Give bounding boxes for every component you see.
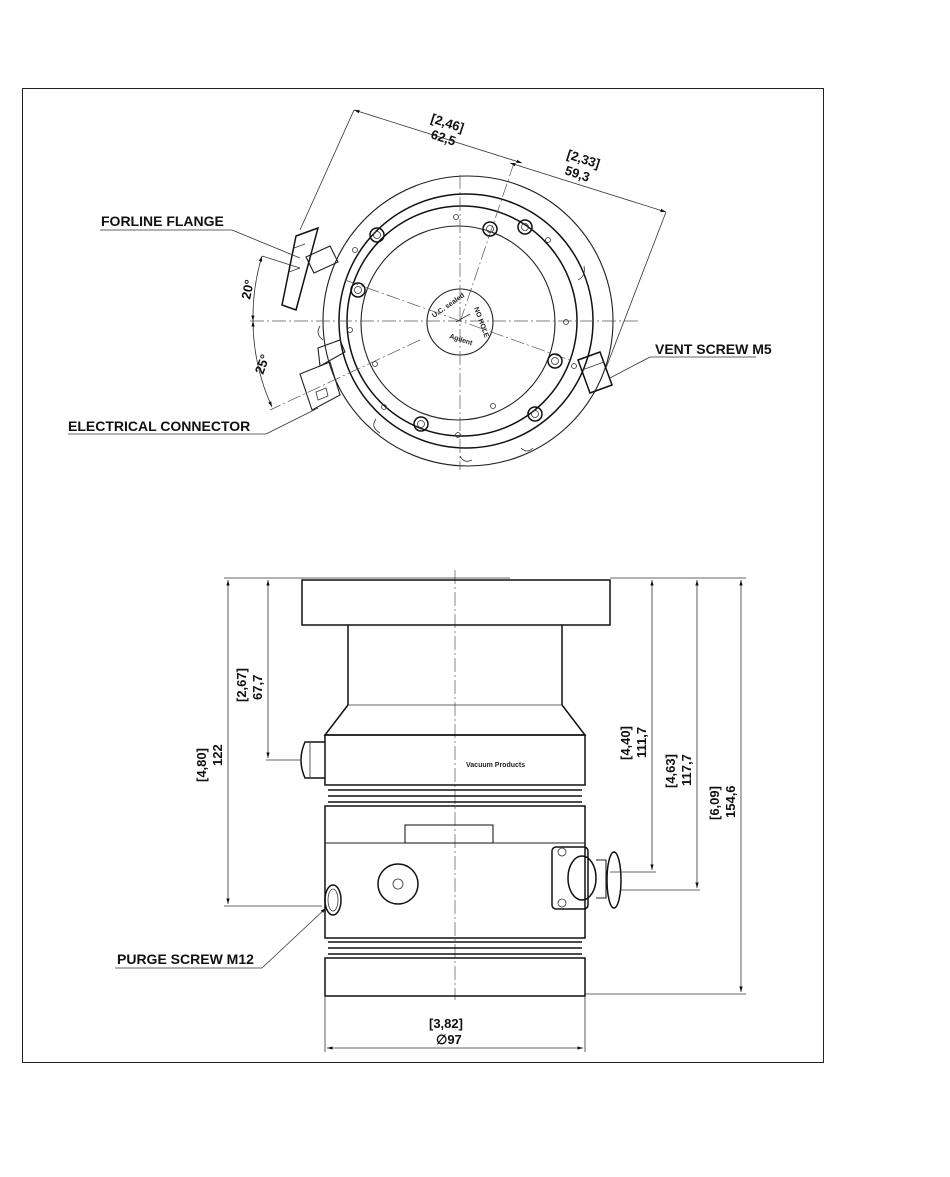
angle-dims: 20° 25°: [238, 256, 300, 407]
electrical-connector-block: [300, 340, 345, 410]
forline-stub: [301, 742, 325, 778]
side-view: Vacuum Products: [115, 570, 746, 1052]
outer-ring-tabs: [318, 266, 584, 461]
dim-62-5: [2,46] 62,5: [300, 110, 522, 230]
side-port: [378, 864, 418, 904]
logo-ring-text-1: U.C. sealed: [431, 292, 466, 319]
vent-screw-part: [578, 352, 612, 393]
label-forline-flange: FORLINE FLANGE: [101, 213, 224, 229]
dim-67-7-inch: [2,67]: [234, 668, 249, 702]
label-vent-screw: VENT SCREW M5: [655, 341, 772, 357]
body-text: Vacuum Products: [466, 762, 525, 769]
inlet-circle: [361, 226, 555, 420]
label-plate: [405, 825, 493, 843]
diag-center-line-a: [345, 280, 570, 360]
purge-screw-part: [325, 885, 341, 915]
diag-center-line-b: [460, 160, 515, 322]
top-view: Agilent U.C. sealed NO HOLE [2,46] 62,5 …: [68, 110, 772, 470]
label-purge-screw: PURGE SCREW M12: [117, 951, 254, 967]
angle-25: 25°: [252, 352, 273, 376]
dim-122-mm: 122: [210, 744, 225, 766]
logo-brand: Agilent: [448, 333, 473, 347]
dim-67-7-mm: 67,7: [250, 675, 265, 700]
label-electrical-connector: ELECTRICAL CONNECTOR: [68, 418, 250, 434]
dim-117-7-inch: [4,63]: [663, 754, 678, 788]
dim-111-7-inch: [4,40]: [618, 726, 633, 760]
agilent-logo: Agilent U.C. sealed NO HOLE: [431, 292, 490, 347]
dim-117-7-mm: 117,7: [679, 754, 694, 786]
forline-flange: [282, 228, 338, 310]
connector-part: [552, 847, 621, 909]
dim-111-7-mm: 111,7: [634, 727, 649, 758]
dim-width-mm: ∅97: [436, 1032, 462, 1047]
leaders-top: [68, 230, 756, 434]
dim-122-inch: [4,80]: [194, 748, 209, 782]
inlet-flange: [302, 580, 610, 625]
bolt-holes: [351, 220, 562, 431]
dim-59-3: [2,33] 59,3: [510, 147, 666, 368]
dim-154-6-mm: 154,6: [723, 785, 738, 818]
dim-154-6-inch: [6,09]: [707, 786, 722, 820]
logo-ring-text-2: NO HOLE: [472, 306, 490, 339]
dim-width-inch: [3,82]: [429, 1016, 463, 1031]
